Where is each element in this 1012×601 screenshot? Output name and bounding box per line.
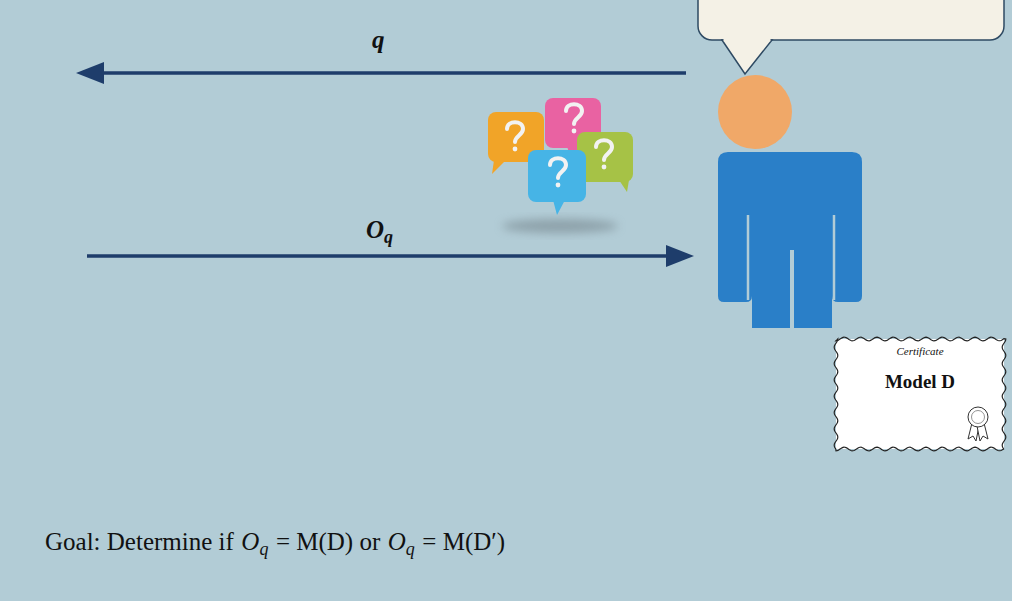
goal-statement: Goal: Determine ifOq= M(D) orOq= M(D′)	[45, 528, 505, 556]
certificate-model: Model D	[832, 371, 1008, 393]
arrowhead	[666, 245, 694, 267]
person-arm-gap	[833, 215, 836, 300]
certificate-heading: Certificate	[832, 345, 1008, 357]
question-icon	[488, 98, 633, 215]
output-symbol: O	[388, 528, 406, 556]
speech-tail	[722, 40, 772, 74]
person-head	[718, 75, 792, 149]
arrowhead	[76, 62, 104, 84]
ribbon-seal	[968, 407, 988, 441]
person-arm-gap	[747, 215, 750, 300]
goal-text: = M(D) or	[276, 528, 380, 556]
query-arrow	[100, 71, 686, 75]
query-label: q	[372, 26, 385, 54]
output-subscript: q	[384, 227, 393, 248]
goal-text: = M(D′)	[422, 528, 505, 556]
output-symbol: O	[241, 528, 259, 556]
goal-text: Goal: Determine if	[45, 528, 234, 556]
person-body	[718, 152, 862, 328]
icon-shadow	[502, 219, 618, 233]
question-marks	[507, 104, 612, 187]
certificate-box: CertificateModel D	[832, 335, 1008, 453]
answer-arrow	[87, 254, 670, 258]
output-subscript: q	[406, 539, 415, 560]
speech-tail-join	[724, 39, 771, 42]
query-symbol: q	[372, 26, 385, 54]
output-subscript: q	[259, 539, 268, 560]
answer-label: Oq	[366, 216, 393, 244]
output-symbol: O	[366, 216, 384, 244]
speech-bubble	[698, 0, 1004, 40]
